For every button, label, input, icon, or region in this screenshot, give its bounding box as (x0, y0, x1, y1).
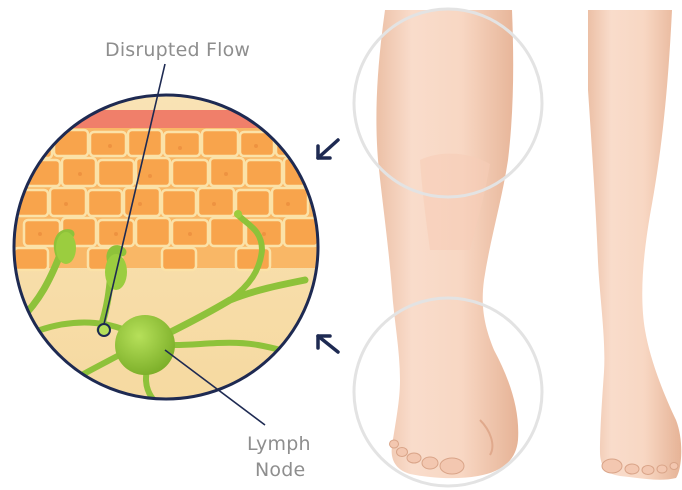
left-leg (376, 10, 518, 478)
lymph-node-label-line2: Node (255, 458, 305, 482)
top-fade (360, 0, 682, 40)
disrupted-flow-label: Disrupted Flow (105, 38, 250, 62)
flow-blockage-point (98, 324, 110, 336)
right-leg (588, 10, 681, 480)
arrow-pointer-icon (318, 140, 338, 158)
lymph-node-label-line1: Lymph (247, 432, 311, 456)
arrow-pointer-icon (318, 336, 338, 352)
lymph-node (115, 315, 175, 375)
